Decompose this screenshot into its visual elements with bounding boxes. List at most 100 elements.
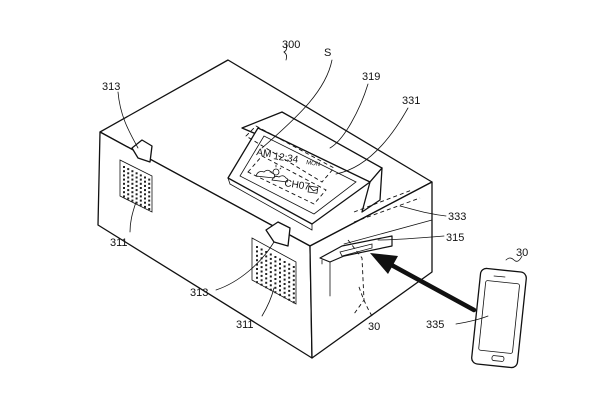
label-335: 335: [426, 319, 444, 331]
grille-hole: [148, 182, 151, 185]
display-lower-region: [247, 155, 327, 205]
grille-hole: [274, 278, 277, 280]
grille-hole: [139, 187, 142, 189]
display-time: 12:34: [273, 151, 300, 166]
weather-cloud-icon: [255, 169, 276, 179]
grille-hole: [292, 301, 295, 304]
grille-hole: [279, 258, 281, 261]
grille-hole: [274, 256, 277, 258]
label-30-slot: 30: [368, 321, 380, 333]
grille-hole: [144, 193, 146, 196]
grille-hole: [135, 189, 138, 192]
grille-hole: [283, 278, 286, 281]
phone-screen: [478, 280, 520, 354]
grille-hole: [274, 282, 277, 285]
label-315: 315: [446, 232, 464, 244]
grille-hole: [123, 182, 125, 185]
grille-hole: [135, 197, 138, 200]
grille-hole: [274, 291, 277, 294]
label-313-left: 313: [102, 81, 120, 93]
grille-hole: [131, 187, 134, 189]
grille-hole: [256, 276, 258, 279]
grille-hole: [279, 289, 281, 292]
grille-hole: [283, 296, 286, 299]
grille-hole: [288, 298, 291, 301]
phone-slot: [319, 189, 433, 315]
grille-hole: [283, 287, 286, 290]
grille-hole: [279, 276, 281, 279]
grille-hole: [274, 260, 277, 263]
grille-hole: [127, 197, 130, 200]
label-313-front: 313: [190, 287, 208, 299]
grille-hole: [292, 292, 295, 295]
label-319: 319: [362, 71, 380, 83]
grille-hole: [269, 253, 272, 256]
grille-hole: [148, 203, 151, 206]
grille-hole: [288, 267, 291, 270]
grille-hole: [127, 172, 130, 175]
grille-hole: [144, 205, 146, 208]
grille-hole: [139, 178, 142, 181]
grille-hole: [279, 284, 281, 287]
grille-hole: [256, 254, 258, 257]
grille-hole: [292, 266, 295, 268]
label-30-phone: 30: [516, 247, 528, 259]
grille-hole: [127, 189, 130, 192]
grille-hole: [274, 286, 277, 289]
grille-hole: [139, 195, 142, 198]
grille-hole: [135, 172, 138, 175]
grille-hole: [260, 279, 263, 282]
grille-hole: [274, 269, 277, 272]
grille-hole: [265, 268, 268, 271]
grille-hole: [265, 281, 268, 284]
grille-hole: [292, 296, 295, 299]
device-body: [97, 59, 433, 359]
grille-hole: [131, 182, 134, 185]
grille-hole: [127, 176, 130, 179]
grille-hole: [144, 197, 146, 200]
display-signal-region: [245, 125, 335, 183]
grille-hole: [265, 259, 268, 262]
grille-hole: [256, 272, 258, 275]
grille-hole: [288, 263, 291, 266]
grille-hole: [148, 191, 151, 194]
grille-hole: [256, 263, 258, 266]
grille-hole: [288, 289, 291, 292]
grille-hole: [283, 291, 286, 294]
grille-hole: [123, 195, 125, 198]
mobile-phone: [471, 267, 527, 369]
grille-hole: [279, 280, 281, 283]
grille-hole: [260, 252, 263, 255]
grille-hole: [123, 170, 125, 173]
grille-hole: [131, 191, 134, 194]
grille-hole: [279, 267, 281, 270]
grille-hole: [131, 178, 134, 181]
grille-hole: [144, 176, 146, 179]
grille-hole: [135, 180, 138, 183]
grille-hole: [123, 174, 125, 177]
grille-hole: [269, 257, 272, 260]
grille-hole: [269, 288, 272, 291]
grille-hole: [292, 288, 295, 290]
leader-lines: [117, 43, 523, 325]
display-day: MON: [306, 160, 321, 168]
grille-hole: [265, 273, 268, 275]
grille-hole: [135, 193, 138, 196]
envelope-icon: [307, 185, 319, 194]
grille-hole: [139, 203, 142, 206]
grille-hole: [123, 178, 125, 181]
grille-hole: [256, 250, 258, 253]
phone-home-button: [491, 355, 505, 362]
display-content: AM 12:34 MON CH07: [255, 147, 321, 194]
phone-body: [471, 267, 527, 369]
grille-hole: [288, 294, 291, 297]
housing-side: [361, 167, 383, 213]
reference-labels: 300 S 313 311 319 331 333 315 30 313 311…: [102, 39, 528, 333]
grille-hole: [269, 262, 272, 265]
speaker-grille-left: [119, 159, 153, 213]
grille-hole: [127, 184, 130, 187]
grille-hole: [283, 283, 286, 285]
insert-arrow: [370, 253, 477, 313]
